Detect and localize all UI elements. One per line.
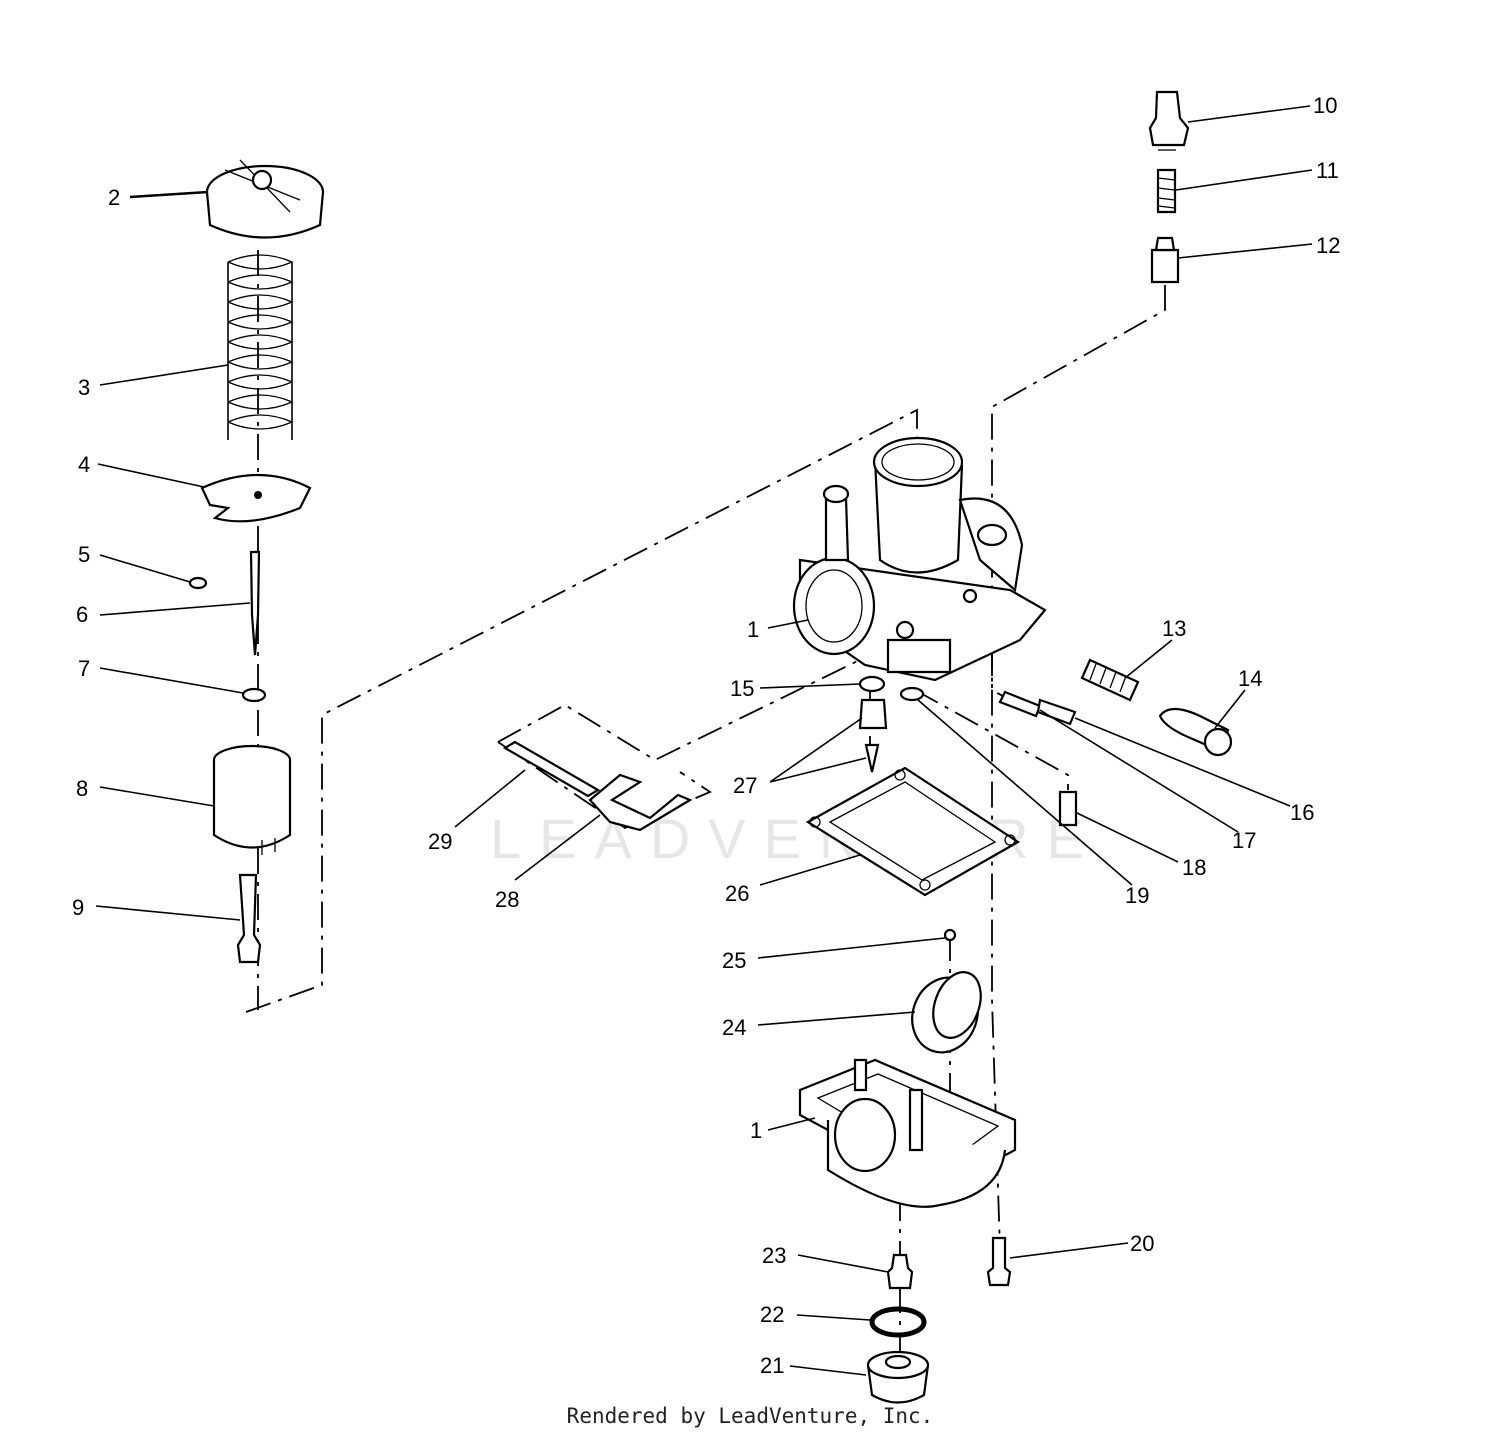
callout-20: 20 bbox=[1130, 1231, 1154, 1256]
part-20-screw bbox=[986, 1236, 1012, 1287]
part-21-drain-plug bbox=[866, 1350, 930, 1404]
part-5-clip bbox=[188, 576, 208, 590]
callout-23: 23 bbox=[762, 1243, 786, 1268]
callout-25: 25 bbox=[722, 948, 746, 973]
part-8-slide bbox=[212, 744, 292, 855]
part-28-float-arm bbox=[588, 773, 693, 832]
part-4-plate bbox=[200, 474, 312, 523]
part-23-jet bbox=[886, 1253, 914, 1290]
callout-17: 17 bbox=[1232, 828, 1256, 853]
callout-10: 10 bbox=[1313, 93, 1337, 118]
part-9-jet bbox=[236, 873, 262, 964]
callout-8: 8 bbox=[76, 776, 88, 801]
callout-14: 14 bbox=[1238, 666, 1262, 691]
callout-6: 6 bbox=[76, 602, 88, 627]
part-29-pin bbox=[502, 740, 601, 798]
part-2-cap bbox=[205, 159, 325, 239]
part-17-spring bbox=[998, 690, 1042, 718]
callout-19: 19 bbox=[1125, 883, 1149, 908]
part-10-fitting bbox=[1148, 90, 1190, 151]
callout-24: 24 bbox=[722, 1015, 746, 1040]
part-15-washer bbox=[858, 675, 886, 693]
callout-29: 29 bbox=[428, 829, 452, 854]
callout-labels: 2 3 4 5 6 7 8 9 10 11 12 1 13 14 15 27 1… bbox=[72, 93, 1340, 1378]
callout-1-carburetor-body: 1 bbox=[747, 617, 759, 642]
part-12-cap bbox=[1150, 236, 1180, 284]
part-24-float bbox=[911, 971, 982, 1054]
part-27-needle-valve bbox=[858, 698, 888, 773]
callout-28: 28 bbox=[495, 887, 519, 912]
part-6-needle bbox=[249, 550, 261, 656]
callout-22: 22 bbox=[760, 1302, 784, 1327]
callout-11: 11 bbox=[1316, 158, 1339, 183]
callout-16: 16 bbox=[1290, 800, 1314, 825]
callout-1-float-bowl: 1 bbox=[750, 1118, 762, 1143]
callout-27: 27 bbox=[733, 773, 757, 798]
callout-2: 2 bbox=[108, 185, 120, 210]
footer-credit: Rendered by LeadVenture, Inc. bbox=[566, 1404, 934, 1428]
part-1-float-bowl bbox=[798, 1058, 1017, 1208]
part-19-washer bbox=[899, 686, 925, 702]
part-3-spring bbox=[227, 254, 294, 440]
callout-5: 5 bbox=[78, 542, 90, 567]
part-11-spring bbox=[1156, 168, 1177, 214]
callout-21: 21 bbox=[760, 1353, 784, 1378]
callout-13: 13 bbox=[1162, 616, 1186, 641]
part-7-washer bbox=[241, 687, 267, 703]
part-22-o-ring bbox=[869, 1306, 927, 1338]
callout-7: 7 bbox=[78, 656, 90, 681]
callout-15: 15 bbox=[730, 676, 754, 701]
callout-18: 18 bbox=[1182, 855, 1206, 880]
part-13-spring bbox=[1080, 658, 1140, 702]
part-25-ball bbox=[943, 928, 957, 942]
callout-9: 9 bbox=[72, 895, 84, 920]
part-14-screw bbox=[1158, 707, 1233, 757]
callout-4: 4 bbox=[78, 452, 90, 477]
part-1-carburetor-body bbox=[792, 436, 1047, 682]
part-16-screw bbox=[1036, 698, 1077, 726]
callout-12: 12 bbox=[1316, 233, 1340, 258]
leader-lines bbox=[95, 105, 1313, 1376]
callout-3: 3 bbox=[78, 375, 90, 400]
part-18-jet bbox=[1058, 790, 1078, 827]
callout-26: 26 bbox=[725, 881, 749, 906]
part-26-gasket bbox=[805, 766, 1021, 897]
